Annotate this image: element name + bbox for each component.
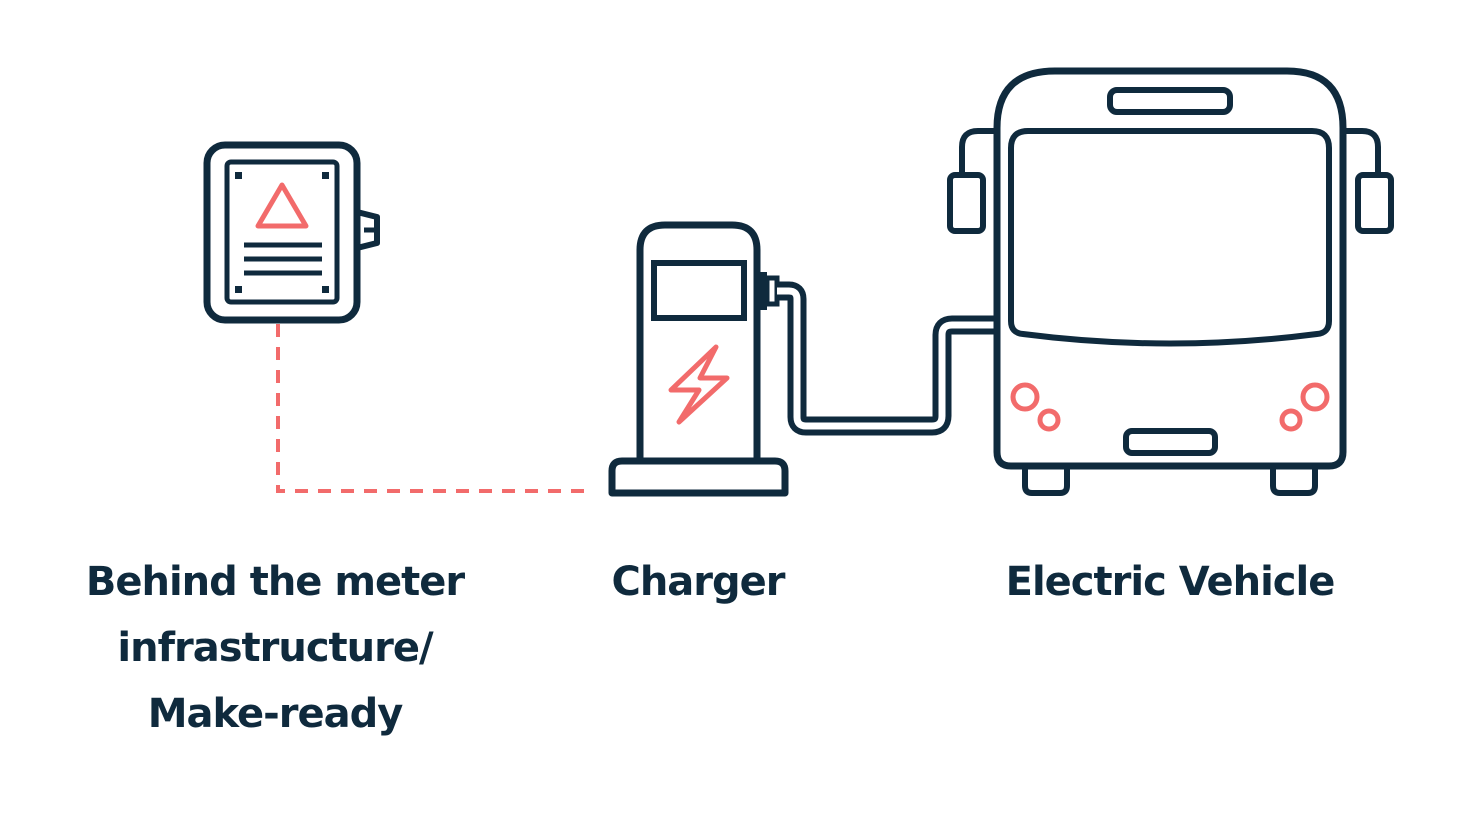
meter-label: Behind the meter infrastructure/ Make-re… [85, 559, 465, 737]
headlight-icon [1037, 408, 1061, 432]
meter-box-icon [203, 141, 380, 324]
charger-label: Charger [611, 559, 785, 605]
headlight-icon [1300, 382, 1330, 412]
headlight-icon [1279, 408, 1303, 432]
charging-cable [777, 281, 994, 436]
dashed-connector [276, 324, 592, 493]
warning-triangle-icon [255, 182, 309, 229]
lightning-bolt-icon [668, 344, 730, 425]
charging-cable-core [777, 287, 994, 430]
headlight-icon [1010, 382, 1040, 412]
electric-bus-icon [947, 67, 1394, 496]
electric-vehicle-label: Electric Vehicle [1005, 559, 1336, 605]
charging-station-icon [608, 221, 789, 497]
